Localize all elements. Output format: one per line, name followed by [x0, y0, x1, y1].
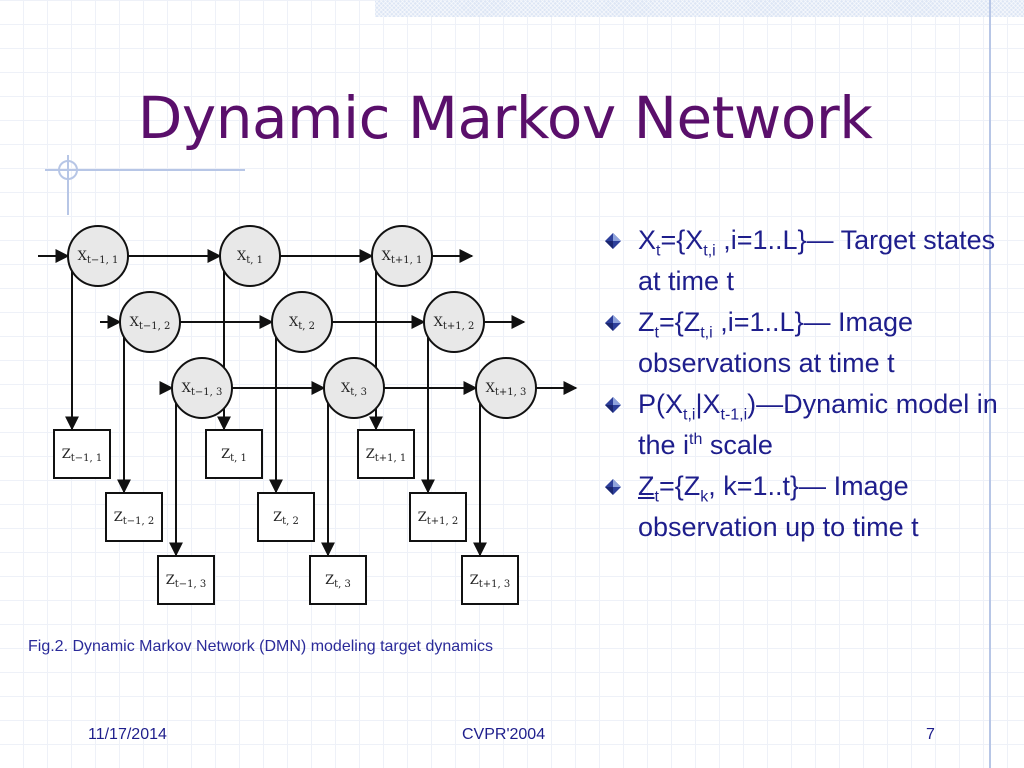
- slide-number: 7: [926, 726, 935, 743]
- hidden-node-label: Xt−1, 2: [130, 315, 171, 332]
- bullet-text-a: P(X: [638, 389, 684, 419]
- bullet-text-a_sub: t: [654, 488, 659, 506]
- bullet-text-d: Image observations at time t: [638, 307, 914, 378]
- bullet-text-c: , k=1..t}—: [708, 471, 827, 501]
- bullet-text-a_sub: t: [654, 324, 659, 342]
- bullet-text-c: ,i=1..L}—: [712, 307, 831, 337]
- bullet-text-a_sub: t: [656, 242, 661, 260]
- hidden-node-label: Xt+1, 3: [486, 381, 527, 398]
- hidden-node-label: Xt, 3: [341, 381, 367, 398]
- bullet-text-a_sub: t,i: [683, 406, 696, 424]
- hidden-state-node: Xt+1, 2: [423, 291, 485, 353]
- observation-node: Zt+1, 3: [461, 555, 519, 605]
- hidden-state-node: Xt−1, 3: [171, 357, 233, 419]
- hidden-node-label: Xt+1, 2: [434, 315, 475, 332]
- hidden-node-label: Xt−1, 1: [78, 249, 119, 266]
- diamond-bullet-icon: [605, 315, 621, 331]
- hidden-state-node: Xt, 2: [271, 291, 333, 353]
- observation-node: Zt+1, 1: [357, 429, 415, 479]
- diamond-bullet-icon: [605, 233, 621, 249]
- observation-node: Zt−1, 2: [105, 492, 163, 542]
- top-decor-bar: [375, 0, 1024, 17]
- diamond-bullet-icon: [605, 397, 621, 413]
- hidden-node-label: Xt+1, 1: [382, 249, 423, 266]
- observation-node: Zt, 2: [257, 492, 315, 542]
- bullet-text-a: X: [638, 225, 657, 255]
- observation-node-label: Zt+1, 2: [418, 510, 459, 527]
- hidden-node-label: Xt, 2: [289, 315, 315, 332]
- bullet-item: Zt={Zt,i ,i=1..L}— Image observations at…: [604, 302, 1004, 384]
- bullet-item: P(Xt,i|Xt-1,i)—Dynamic model in the ith …: [604, 384, 1004, 466]
- bullet-text-b: ={Z: [658, 307, 701, 337]
- observation-node-label: Zt, 1: [221, 447, 247, 464]
- observation-node: Zt, 3: [309, 555, 367, 605]
- bullet-text-d: Image observation up to time t: [638, 471, 919, 542]
- hidden-node-label: Xt, 1: [237, 249, 263, 266]
- bullet-list: Xt={Xt,i ,i=1..L}— Target states at time…: [604, 220, 1004, 548]
- observation-node: Zt, 1: [205, 429, 263, 479]
- bullet-text-b_sub: t,i: [700, 324, 713, 342]
- observation-node-label: Zt+1, 1: [366, 447, 407, 464]
- observation-node-label: Zt−1, 2: [114, 510, 155, 527]
- bullet-text-a: Z: [638, 307, 655, 337]
- bullet-text-d: Target states at time t: [638, 225, 996, 296]
- hidden-state-node: Xt+1, 1: [371, 225, 433, 287]
- diamond-bullet-icon: [605, 479, 621, 495]
- bullet-item: Xt={Xt,i ,i=1..L}— Target states at time…: [604, 220, 1004, 302]
- bullet-text-e: scale: [702, 430, 773, 460]
- observation-node-label: Zt−1, 1: [62, 447, 103, 464]
- hidden-state-node: Xt, 3: [323, 357, 385, 419]
- hidden-state-node: Xt, 1: [219, 225, 281, 287]
- hidden-state-node: Xt−1, 2: [119, 291, 181, 353]
- observation-node-label: Zt, 3: [325, 573, 351, 590]
- bullet-item: Zt={Zk, k=1..t}— Image observation up to…: [604, 466, 1004, 548]
- hidden-state-node: Xt−1, 1: [67, 225, 129, 287]
- bullet-text-c: )—Dynamic: [747, 389, 889, 419]
- observation-node: Zt−1, 3: [157, 555, 215, 605]
- bullet-text-b_sub: t-1,i: [720, 406, 748, 424]
- hidden-node-label: Xt−1, 3: [182, 381, 223, 398]
- bullet-text-c: ,i=1..L}—: [715, 225, 834, 255]
- hidden-state-node: Xt+1, 3: [475, 357, 537, 419]
- observation-node-label: Zt−1, 3: [166, 573, 207, 590]
- observation-node-label: Zt+1, 3: [470, 573, 511, 590]
- bullet-text-b: |X: [695, 389, 721, 419]
- bullet-text-b: ={Z: [658, 471, 701, 501]
- bullet-text-b_sub: t,i: [703, 242, 716, 260]
- bullet-text-d_sup: th: [689, 431, 703, 448]
- dmn-diagram: Xt−1, 1 Zt−1, 1 Xt, 1 Zt, 1 Xt+1, 1 Zt+1, 1 Xt…: [38, 225, 578, 605]
- bullet-text-b: ={X: [660, 225, 704, 255]
- footer-conference: CVPR'2004: [462, 726, 546, 743]
- footer-date: 11/17/2014: [88, 726, 167, 743]
- observation-node: Zt+1, 2: [409, 492, 467, 542]
- bullet-text-a: Z: [638, 471, 655, 501]
- bullet-text-d: model in the i: [638, 389, 998, 460]
- observation-node-label: Zt, 2: [273, 510, 299, 527]
- observation-node: Zt−1, 1: [53, 429, 111, 479]
- slide-title: Dynamic Markov Network: [137, 84, 873, 152]
- figure-caption: Fig.2. Dynamic Markov Network (DMN) mode…: [28, 638, 494, 655]
- bullet-text-b_sub: k: [700, 488, 709, 506]
